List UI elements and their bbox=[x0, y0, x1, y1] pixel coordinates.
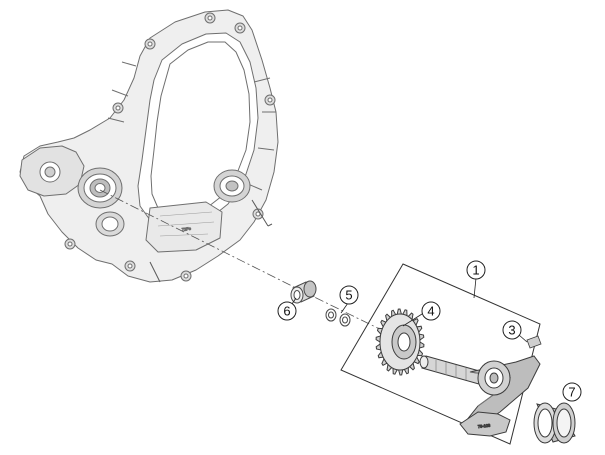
svg-text:4: 4 bbox=[427, 304, 434, 319]
clutch-cover: 72Fe bbox=[19, 9, 279, 283]
shaft-stamp: 79-103 bbox=[478, 423, 492, 429]
cover-rib-2 bbox=[247, 77, 276, 191]
kit-frame bbox=[340, 263, 541, 445]
callout-6: 6 bbox=[277, 301, 297, 321]
cover-stamp: 72Fe bbox=[181, 226, 191, 232]
callout-4: 4 bbox=[421, 301, 441, 321]
cover-rib-1 bbox=[107, 61, 137, 123]
callout-1: 1 bbox=[466, 260, 486, 280]
assembly-axis bbox=[99, 189, 301, 291]
cover-bolt-bosses bbox=[64, 12, 276, 282]
callout-leaders bbox=[291, 277, 528, 343]
callout-5: 5 bbox=[339, 285, 359, 305]
callout-3: 3 bbox=[502, 320, 522, 340]
cover-studs bbox=[149, 199, 273, 283]
part-bearing bbox=[533, 402, 576, 444]
part-shaft: 79-103 bbox=[419, 355, 541, 437]
svg-text:6: 6 bbox=[283, 304, 290, 319]
callout-7: 7 bbox=[562, 382, 582, 402]
part-bushing bbox=[290, 280, 317, 304]
svg-text:5: 5 bbox=[345, 288, 352, 303]
svg-text:1: 1 bbox=[472, 263, 479, 278]
part-washers bbox=[325, 308, 351, 327]
part-key bbox=[526, 335, 542, 349]
svg-text:7: 7 bbox=[568, 385, 575, 400]
part-gear bbox=[375, 308, 425, 376]
svg-text:3: 3 bbox=[508, 323, 515, 338]
